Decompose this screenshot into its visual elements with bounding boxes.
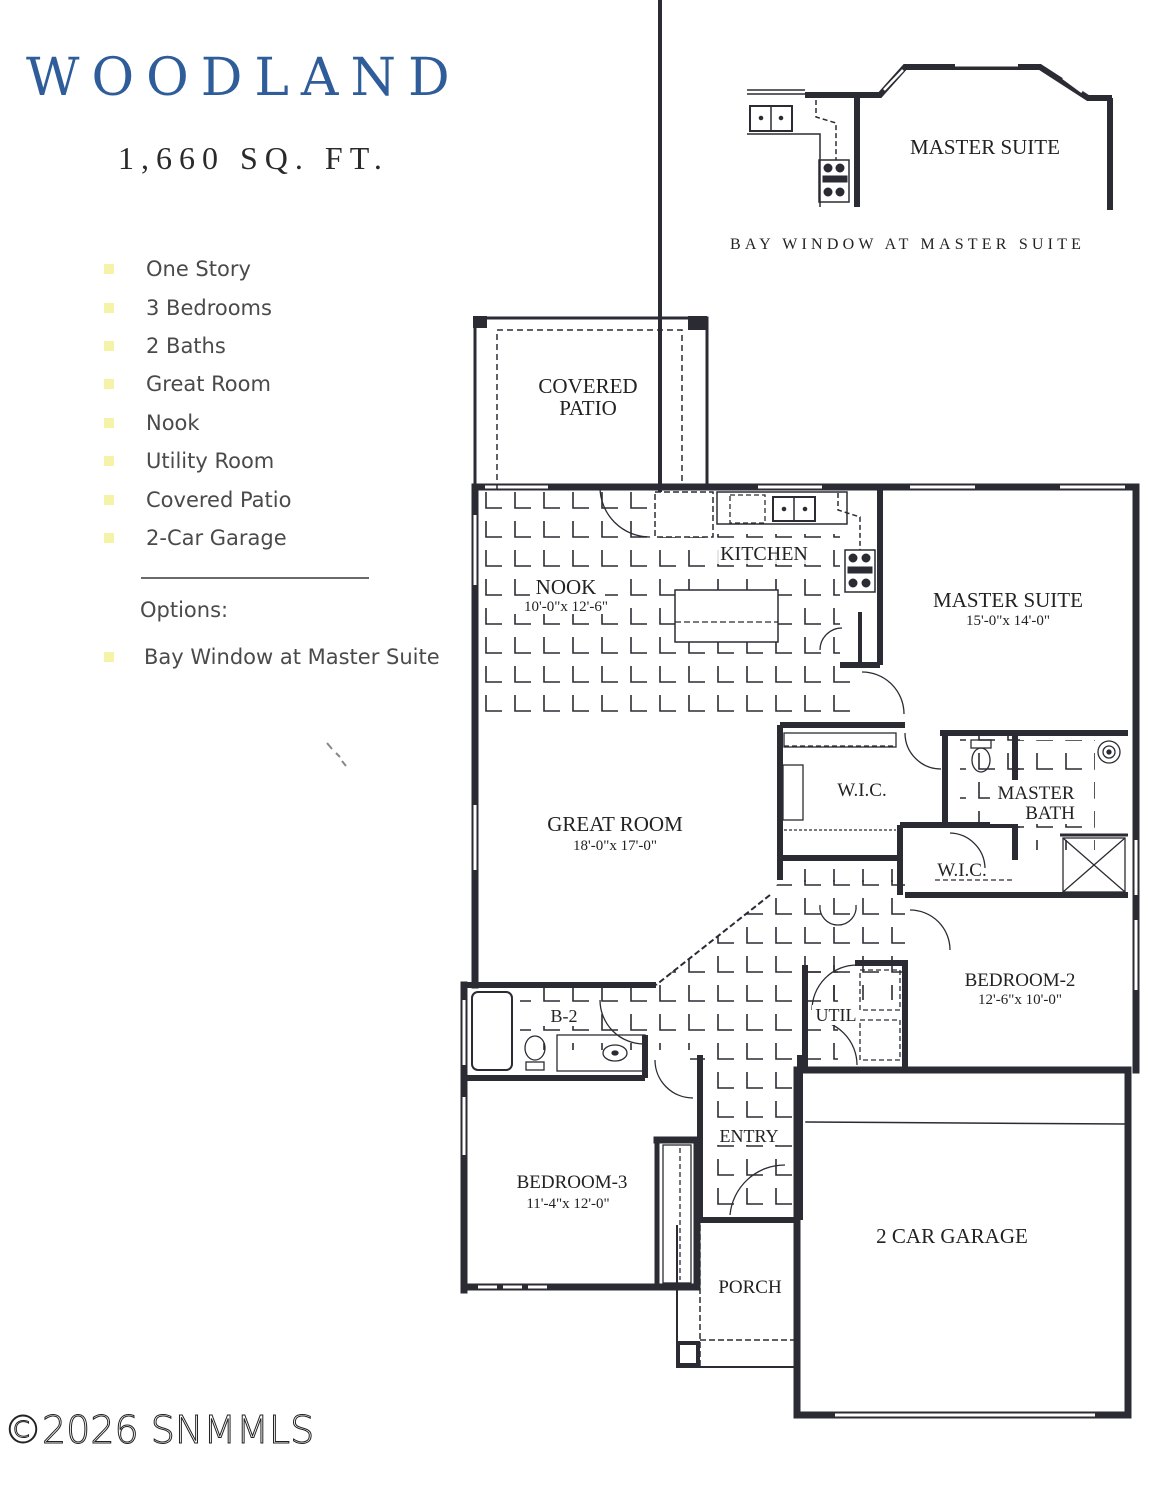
plan-title: WOODLAND: [26, 48, 462, 108]
room-dims-nook: 10'-0"x 12'-6": [524, 599, 608, 615]
square-bullet-icon: [104, 340, 114, 351]
feature-item: Nook: [100, 404, 291, 442]
room-label-great-room: GREAT ROOM: [547, 812, 683, 836]
feature-item: 3 Bedrooms: [100, 288, 291, 326]
feature-label: One Story: [146, 257, 251, 282]
room-label-entry: ENTRY: [719, 1126, 778, 1146]
option-item: Bay Window at Master Suite: [100, 640, 440, 674]
room-label-master-bath: MASTER: [997, 783, 1074, 804]
closet-fixtures: [471, 732, 1126, 1284]
square-bullet-icon: [104, 532, 114, 543]
room-label-porch: PORCH: [718, 1277, 782, 1298]
room-label-master-suite: MASTER SUITE: [933, 588, 1083, 612]
room-dims-bedroom-2: 12'-6"x 10'-0": [978, 992, 1062, 1008]
divider: [141, 577, 369, 579]
square-footage: 1,660 SQ. FT.: [118, 140, 389, 176]
option-label: Bay Window at Master Suite: [144, 645, 440, 669]
square-bullet-icon: [104, 417, 114, 428]
square-bullet-icon: [104, 494, 114, 505]
windows: [462, 485, 1138, 1417]
room-dims-master-suite: 15'-0"x 14'-0": [966, 613, 1050, 629]
options-list: Bay Window at Master Suite: [100, 640, 440, 674]
room-label-covered-patio: COVERED: [538, 374, 637, 398]
porch-structure: [676, 1225, 797, 1368]
feature-label: Great Room: [146, 372, 271, 397]
square-bullet-icon: [104, 379, 114, 390]
feature-item: Utility Room: [100, 442, 291, 480]
feature-item: 2-Car Garage: [100, 519, 291, 557]
room-label-covered-patio-2: PATIO: [559, 396, 617, 420]
copyright-watermark: ©2026 SNMMLS: [3, 1408, 315, 1453]
feature-label: 2 Baths: [146, 333, 226, 358]
options-heading: Options:: [140, 598, 229, 622]
feature-item: 2 Baths: [100, 327, 291, 365]
bay-window-caption: BAY WINDOW AT MASTER SUITE: [730, 236, 1086, 253]
room-label-wic-bath: W.I.C.: [937, 860, 986, 881]
room-label-bedroom-3: BEDROOM-3: [517, 1172, 628, 1193]
feature-item: Covered Patio: [100, 480, 291, 518]
room-label-master-bath-2: BATH: [1025, 803, 1075, 824]
room-label-garage: 2 CAR GARAGE: [876, 1224, 1028, 1248]
inset-room-label: MASTER SUITE: [910, 135, 1060, 159]
room-label-wic-master: W.I.C.: [837, 780, 886, 801]
interior-walls: [464, 490, 1128, 1223]
feature-label: 2-Car Garage: [146, 525, 287, 550]
room-label-bedroom-2: BEDROOM-2: [965, 970, 1076, 991]
room-label-kitchen: KITCHEN: [720, 543, 808, 565]
feature-label: 3 Bedrooms: [146, 295, 272, 320]
kitchen-fixtures: [599, 0, 905, 715]
square-bullet-icon: [104, 652, 114, 662]
feature-item: Great Room: [100, 365, 291, 403]
feature-label: Nook: [146, 410, 200, 435]
feature-item: One Story: [100, 250, 291, 288]
square-bullet-icon: [104, 456, 114, 467]
room-label-b2: B-2: [551, 1006, 578, 1026]
bay-window-inset: [747, 63, 1113, 210]
square-bullet-icon: [104, 302, 114, 313]
square-bullet-icon: [104, 264, 114, 275]
tile-floor: [480, 490, 1095, 1215]
stray-mark-icon: [326, 742, 347, 767]
patio-structure: [473, 316, 707, 490]
feature-label: Utility Room: [146, 449, 275, 474]
features-list: One Story 3 Bedrooms 2 Baths Great Room …: [100, 250, 291, 557]
feature-label: Covered Patio: [146, 487, 292, 512]
room-label-util: UTIL: [816, 1005, 857, 1025]
room-dims-bedroom-3: 11'-4"x 12'-0": [526, 1196, 609, 1212]
room-label-nook: NOOK: [536, 575, 597, 599]
room-dims-great-room: 18'-0"x 17'-0": [573, 838, 657, 854]
